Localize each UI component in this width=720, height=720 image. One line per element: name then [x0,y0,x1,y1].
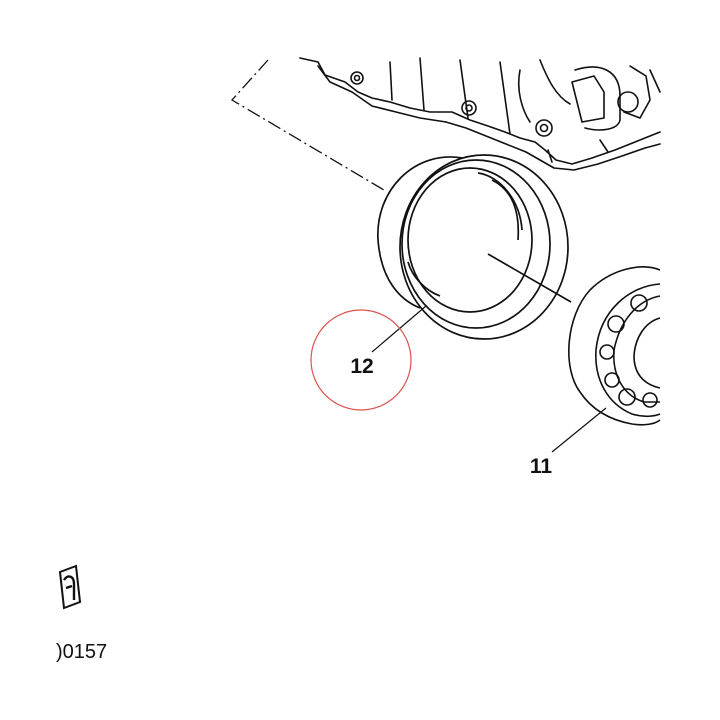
roller-bearing-icon [568,266,661,426]
callout-label-11: 11 [530,455,553,478]
crankshaft-seal-icon [377,154,572,340]
document-number: )0157 [56,641,107,663]
leader-line-11 [551,407,607,453]
callout-label-12: 12 [350,355,373,378]
center-axis-line [230,59,385,191]
callout-highlight-circle [310,309,412,411]
engine-block-icon [299,57,661,171]
manufacturer-logo-icon [58,564,82,610]
leader-line-12 [371,305,427,353]
